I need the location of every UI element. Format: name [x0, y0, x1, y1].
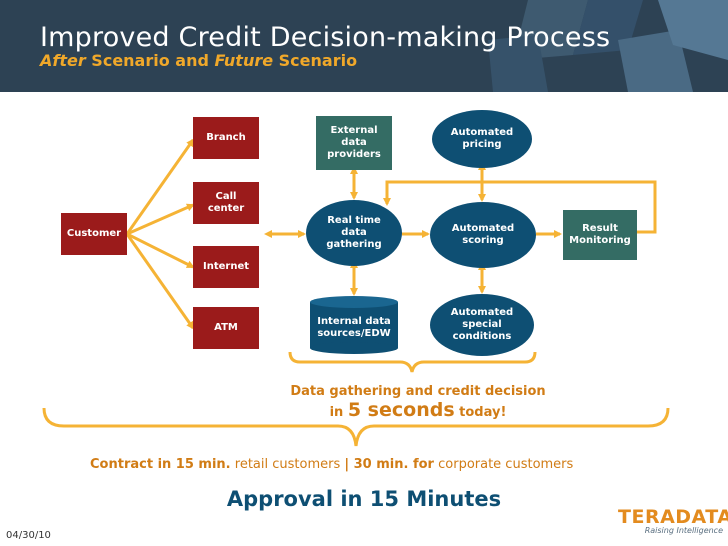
node-atm: ATM [193, 307, 259, 349]
node-automated-scoring: Automated scoring [430, 202, 536, 268]
page-title: Improved Credit Decision-making Process [40, 22, 611, 53]
cylinder-shape [310, 296, 398, 354]
page-subtitle: After Scenario and Future Scenario [40, 51, 358, 70]
teradata-logo: TERADATA. Raising Intelligence [618, 506, 728, 535]
speed-note: Data gathering and credit decision in 5 … [270, 384, 566, 421]
node-automated-pricing: Automated pricing [432, 110, 532, 168]
node-automated-special-conditions: Automated special conditions [430, 294, 534, 356]
node-customer: Customer [61, 213, 127, 255]
node-branch: Branch [193, 117, 259, 159]
contract-times: Contract in 15 min. retail customers | 3… [90, 457, 574, 472]
header-banner: Improved Credit Decision-making Process … [0, 0, 728, 92]
node-external-data: External data providers [316, 116, 392, 170]
node-real-time-gathering: Real time data gathering [306, 200, 402, 266]
footer-date: 04/30/10 [6, 530, 51, 541]
logo-name: TERADATA. [618, 506, 728, 528]
node-internet: Internet [193, 246, 259, 288]
node-internal-data-label: Internal data sources/EDW [317, 316, 391, 339]
decorative-cubes [488, 0, 728, 92]
node-internal-data-cylinder: Internal data sources/EDW [310, 296, 398, 354]
node-result-monitoring: Result Monitoring [563, 210, 637, 260]
logo-tagline: Raising Intelligence [644, 526, 723, 535]
speed-note-line2: in 5 seconds today! [329, 399, 507, 421]
node-call-center: Call center [193, 182, 259, 224]
speed-note-line1: Data gathering and credit decision [290, 384, 546, 399]
approval-headline: Approval in 15 Minutes [226, 487, 502, 511]
